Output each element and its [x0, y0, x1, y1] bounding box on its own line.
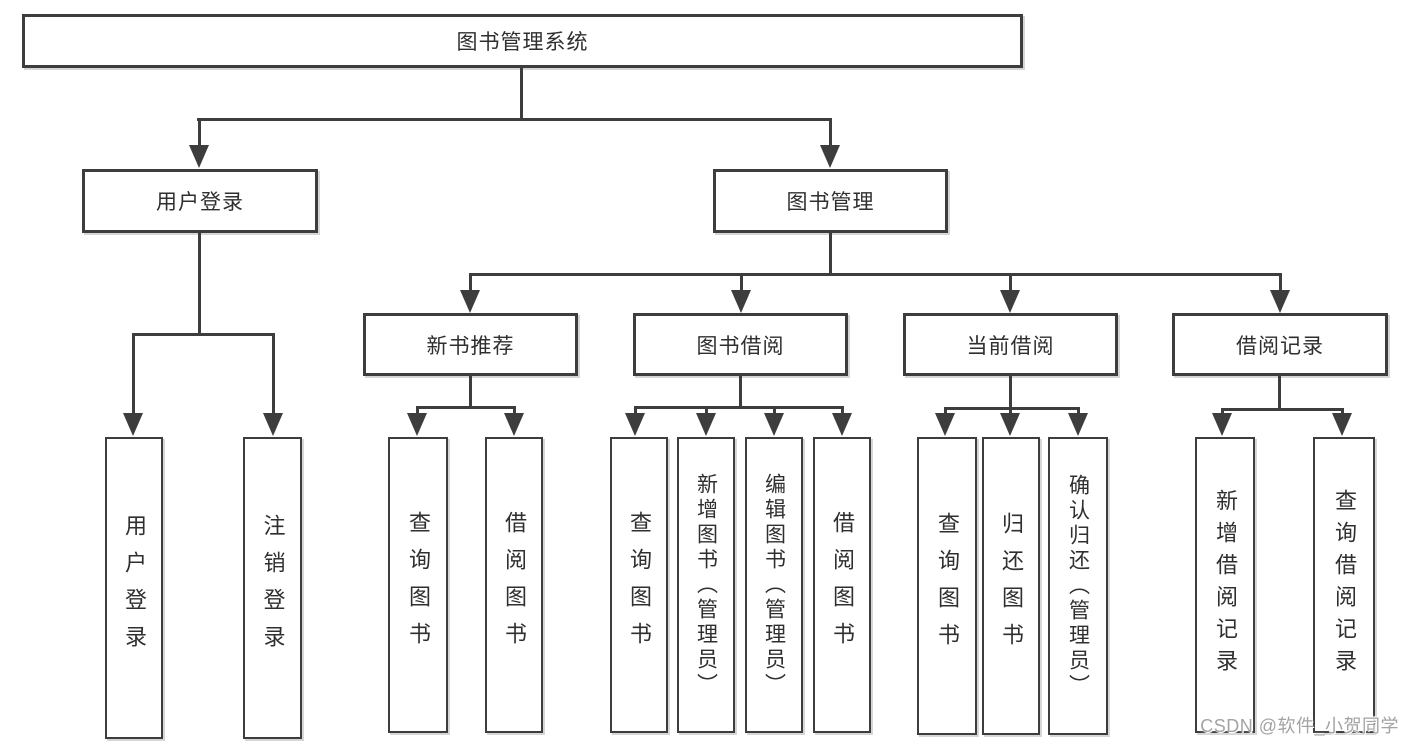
leaf-edit-book-admin: 编辑图书（管理员） [745, 437, 803, 733]
node-new-book-recommend: 新书推荐 [363, 313, 578, 376]
leaf-logout: 注销登录 [243, 437, 302, 739]
leaf-return-books: 归还图书 [982, 437, 1040, 735]
edge-to-confirm-return-admin-stem [1076, 407, 1080, 416]
arrowhead-to-book-management [820, 145, 840, 168]
csdn-watermark: CSDN @软件_小贺同学 [1200, 716, 1399, 736]
leaf-confirm-return-admin: 确认归还（管理员） [1048, 437, 1108, 735]
leaf-query-borrow-record-label: 查询借阅记录 [1332, 489, 1357, 681]
node-borrow-records-label: 借阅记录 [1236, 334, 1324, 358]
edge-book-management-stem [828, 233, 832, 273]
arrowhead-to-confirm-return-admin [1068, 413, 1088, 436]
arrowhead-to-add-book-admin [696, 413, 716, 436]
leaf-logout-label: 注销登录 [260, 514, 286, 662]
edge-new-book-recommend-crossbar [415, 406, 516, 409]
arrowhead-to-new-book-recommend [460, 290, 480, 313]
node-user-login-label: 用户登录 [156, 191, 244, 214]
edge-current-borrow-stem [1008, 376, 1012, 407]
edge-borrow-records-crossbar [1220, 408, 1344, 411]
leaf-confirm-return-admin-label: 确认归还（管理员） [1066, 473, 1090, 699]
edge-to-user-login-stem [197, 118, 201, 148]
edge-to-return-books-stem [1008, 407, 1012, 416]
leaf-query-borrow-record: 查询借阅记录 [1313, 437, 1375, 733]
arrowhead-to-borrow-books-1 [504, 413, 524, 436]
arrowhead-to-borrow-records [1270, 290, 1290, 313]
leaf-add-book-admin: 新增图书（管理员） [677, 437, 735, 733]
node-root-label: 图书管理系统 [456, 31, 589, 54]
node-borrow-records: 借阅记录 [1172, 313, 1388, 376]
edge-to-query-borrow-record-stem [1340, 408, 1344, 416]
arrowhead-to-leaf-logout [263, 413, 283, 436]
edge-to-query-books-1-stem [415, 406, 419, 416]
leaf-query-books-2-label: 查询图书 [627, 511, 652, 659]
edge-to-query-books-2-stem [633, 406, 637, 416]
leaf-add-borrow-record: 新增借阅记录 [1195, 437, 1255, 733]
edge-to-edit-book-admin-stem [772, 406, 776, 416]
leaf-user-login: 用户登录 [105, 437, 163, 739]
node-book-borrow-label: 图书借阅 [696, 334, 785, 358]
node-book-borrow: 图书借阅 [633, 313, 848, 376]
edge-borrow-records-stem [1277, 376, 1281, 408]
leaf-query-books-3: 查询图书 [917, 437, 977, 735]
arrowhead-to-current-borrow [1000, 290, 1020, 313]
node-book-management: 图书管理 [713, 169, 948, 233]
leaf-query-books-1: 查询图书 [388, 437, 448, 733]
leaf-user-login-label: 用户登录 [122, 514, 147, 662]
edge-to-current-borrow-stem [1008, 273, 1012, 293]
node-new-book-recommend-label: 新书推荐 [426, 334, 515, 358]
edge-book-borrow-crossbar [633, 406, 844, 409]
leaf-query-books-1-label: 查询图书 [406, 511, 431, 659]
edge-to-borrow-records-stem [1278, 273, 1282, 293]
edge-to-borrow-books-2-stem [840, 406, 844, 416]
edge-to-borrow-books-1-stem [512, 406, 516, 416]
edge-to-book-management-stem [828, 118, 832, 148]
leaf-borrow-books-2-label: 借阅图书 [830, 511, 855, 659]
edge-to-add-borrow-record-stem [1220, 408, 1224, 416]
arrowhead-to-query-borrow-record [1332, 413, 1352, 436]
edge-new-book-recommend-stem [469, 376, 472, 406]
node-root: 图书管理系统 [22, 14, 1023, 68]
arrowhead-to-query-books-3 [935, 413, 955, 436]
edge-to-add-book-admin-stem [704, 406, 708, 416]
leaf-edit-book-admin-label: 编辑图书（管理员） [762, 472, 786, 698]
arrowhead-to-return-books [1000, 413, 1020, 436]
edge-to-leaf-logout-stem [271, 333, 275, 415]
arrowhead-to-user-login [189, 145, 209, 168]
arrowhead-to-add-borrow-record [1212, 413, 1232, 436]
edge-to-new-book-recommend-stem [468, 273, 472, 293]
arrowhead-to-query-books-1 [407, 413, 427, 436]
edge-to-leaf-user-login-stem [131, 333, 135, 415]
edge-to-query-books-3-stem [943, 407, 947, 416]
arrowhead-to-borrow-books-2 [832, 413, 852, 436]
leaf-borrow-books-2: 借阅图书 [813, 437, 871, 733]
arrowhead-to-edit-book-admin [764, 413, 784, 436]
leaf-add-borrow-record-label: 新增借阅记录 [1213, 489, 1238, 681]
leaf-add-book-admin-label: 新增图书（管理员） [694, 472, 718, 698]
edge-current-borrow-crossbar [943, 407, 1080, 410]
leaf-query-books-2: 查询图书 [610, 437, 668, 733]
node-user-login: 用户登录 [82, 169, 318, 233]
arrowhead-to-book-borrow [731, 290, 751, 313]
node-current-borrow: 当前借阅 [903, 313, 1118, 376]
edge-user-login-stem [197, 233, 201, 333]
edge-user-login-crossbar [131, 333, 275, 336]
arrowhead-to-leaf-user-login [123, 413, 143, 436]
edge-root-crossbar [197, 118, 832, 121]
arrowhead-to-query-books-2 [625, 413, 645, 436]
edge-book-borrow-stem [739, 376, 742, 406]
edge-to-book-borrow-stem [739, 273, 743, 293]
leaf-return-books-label: 归还图书 [999, 512, 1024, 660]
edge-root-stem [520, 68, 523, 118]
leaf-borrow-books-1-label: 借阅图书 [502, 511, 527, 659]
leaf-query-books-3-label: 查询图书 [935, 512, 960, 660]
leaf-borrow-books-1: 借阅图书 [485, 437, 543, 733]
edge-book-management-crossbar [468, 273, 1282, 276]
node-book-management-label: 图书管理 [786, 191, 875, 214]
node-current-borrow-label: 当前借阅 [966, 334, 1055, 358]
